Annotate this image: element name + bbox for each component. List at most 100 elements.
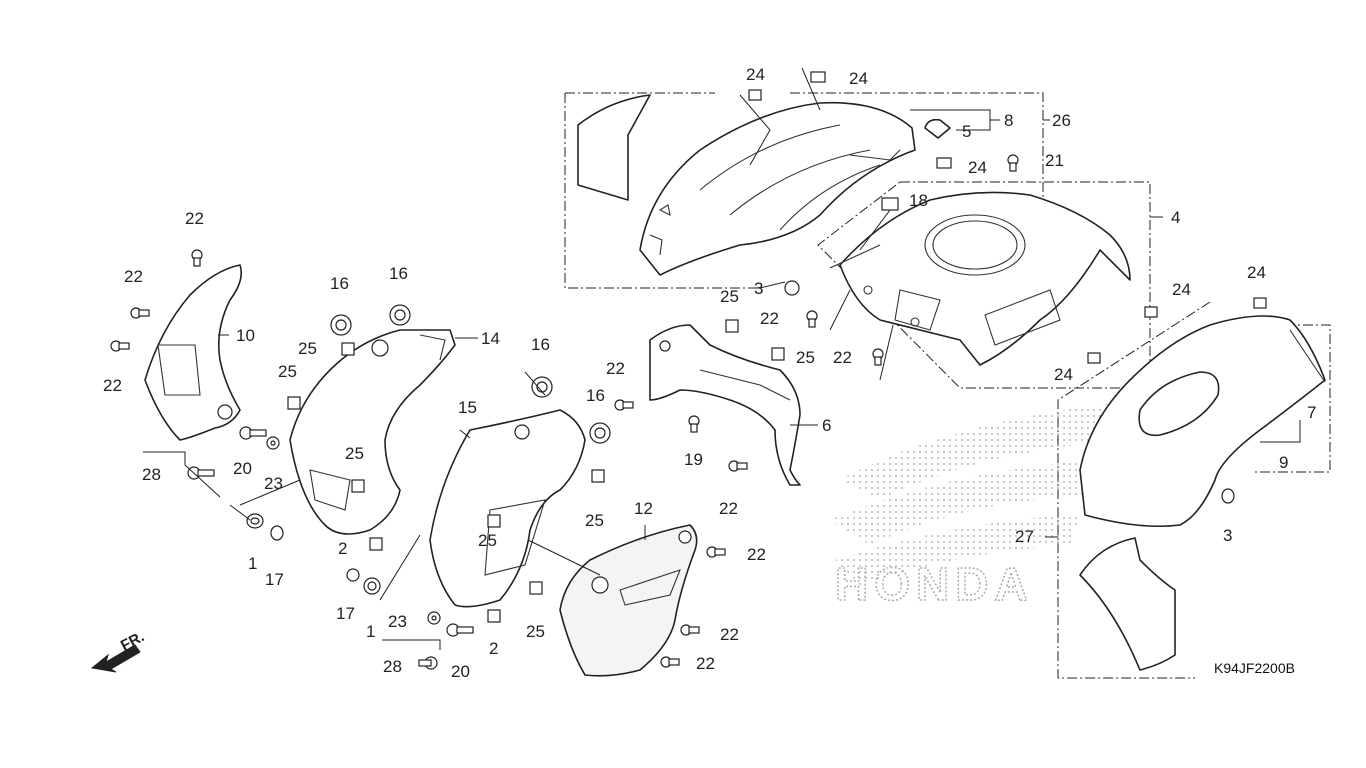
grommet-icon	[270, 525, 284, 541]
callout-3: 3	[754, 279, 763, 298]
callout-25: 25	[585, 511, 604, 530]
bolt-icon	[418, 656, 438, 670]
callout-20: 20	[233, 459, 252, 478]
callout-17: 17	[336, 604, 355, 623]
front-direction-arrow: FR.	[90, 628, 147, 673]
callout-24: 24	[746, 65, 765, 84]
callout-19: 19	[684, 450, 703, 469]
grommet-icon	[589, 422, 611, 444]
callout-22: 22	[720, 625, 739, 644]
side-cover-part-27	[1079, 315, 1326, 671]
bolt-icon	[728, 460, 748, 472]
callout-26: 26	[1052, 111, 1071, 130]
assembly-box-27	[1057, 301, 1331, 679]
washer-icon	[266, 436, 280, 450]
clip-icon	[936, 157, 952, 169]
bolt-icon	[614, 399, 634, 411]
bolt-icon	[191, 249, 203, 267]
clip-icon	[487, 609, 501, 623]
callout-22: 22	[124, 267, 143, 286]
callout-24: 24	[968, 158, 987, 177]
callout-24: 24	[1172, 280, 1191, 299]
callout-24: 24	[849, 69, 868, 88]
clip-icon	[1144, 306, 1158, 318]
callout-10: 10	[236, 326, 255, 345]
callout-24: 24	[1247, 263, 1266, 282]
callout-16: 16	[531, 335, 550, 354]
bolt-icon	[680, 624, 700, 636]
bolt-icon	[239, 426, 267, 440]
callout-20: 20	[451, 662, 470, 681]
grommet-icon	[346, 568, 360, 582]
callout-25: 25	[298, 339, 317, 358]
clip-icon	[810, 71, 826, 83]
callout-25: 25	[796, 348, 815, 367]
front-label: FR.	[118, 628, 147, 654]
callout-24: 24	[1054, 365, 1073, 384]
callout-23: 23	[388, 612, 407, 631]
clip-icon	[748, 89, 762, 101]
callout-22: 22	[103, 376, 122, 395]
grommet-icon	[531, 376, 553, 398]
callout-27: 27	[1015, 527, 1034, 546]
lower-panel-part-12	[559, 524, 698, 677]
bolt-icon	[130, 307, 150, 319]
callout-16: 16	[389, 264, 408, 283]
callout-23: 23	[264, 474, 283, 493]
bolt-icon	[187, 466, 215, 480]
callout-15: 15	[458, 398, 477, 417]
callout-1: 1	[366, 622, 375, 641]
callout-3: 3	[1223, 526, 1232, 545]
bolt-icon	[1007, 154, 1019, 172]
washer-icon	[427, 611, 441, 625]
bolt-icon	[872, 348, 884, 366]
callout-25: 25	[478, 531, 497, 550]
clip-icon	[487, 514, 501, 528]
callout-22: 22	[747, 545, 766, 564]
bolt-icon	[688, 415, 700, 433]
bolt-icon	[660, 656, 680, 668]
callout-16: 16	[586, 386, 605, 405]
bracket-part-6	[649, 324, 801, 486]
bolt-icon	[446, 623, 474, 637]
callout-22: 22	[606, 359, 625, 378]
leader-lines	[143, 67, 1301, 650]
upper-cover-part-26	[577, 94, 916, 296]
inner-panel-part-14	[289, 329, 456, 535]
callout-7: 7	[1307, 403, 1316, 422]
callout-22: 22	[185, 209, 204, 228]
grommet-icon	[246, 513, 264, 529]
callout-labels: 22 22 22 10 20 23 28 1 17 16 16 25 25 25…	[103, 65, 1316, 681]
clip-icon	[725, 319, 739, 333]
grommet-icon	[363, 577, 381, 595]
clip-icon	[591, 469, 605, 483]
callout-22: 22	[833, 348, 852, 367]
bolt-icon	[706, 546, 726, 558]
callout-1: 1	[248, 554, 257, 573]
callout-22: 22	[719, 499, 738, 518]
clip-icon	[341, 342, 355, 356]
callout-4: 4	[1171, 208, 1180, 227]
callout-6: 6	[822, 416, 831, 435]
tank-cover-part-4	[829, 191, 1131, 366]
callout-25: 25	[526, 622, 545, 641]
honda-watermark-text: HONDA	[835, 558, 1034, 610]
callout-16: 16	[330, 274, 349, 293]
callout-2: 2	[338, 539, 347, 558]
callout-5: 5	[962, 122, 971, 141]
callout-14: 14	[481, 329, 500, 348]
clip-icon	[1087, 352, 1101, 364]
callout-28: 28	[142, 465, 161, 484]
callout-22: 22	[696, 654, 715, 673]
diagram-code: K94JF2200B	[1214, 660, 1295, 676]
callout-8: 8	[1004, 111, 1013, 130]
side-panel-part-15	[429, 409, 586, 608]
callout-9: 9	[1279, 453, 1288, 472]
callout-18: 18	[909, 191, 928, 210]
callout-28: 28	[383, 657, 402, 676]
callout-25: 25	[278, 362, 297, 381]
clip-icon	[1253, 297, 1267, 309]
callout-22: 22	[760, 309, 779, 328]
bolt-icon	[806, 310, 818, 328]
callout-2: 2	[489, 639, 498, 658]
